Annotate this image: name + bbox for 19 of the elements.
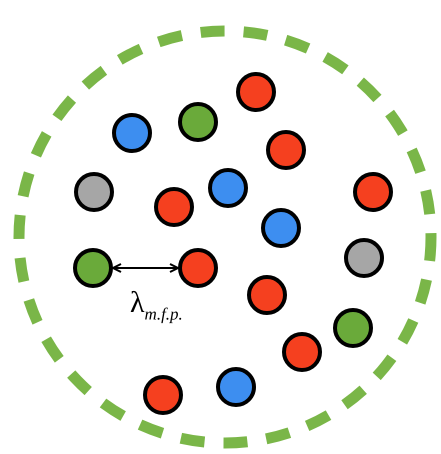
particle <box>247 275 287 315</box>
double-arrow <box>112 263 179 273</box>
particle <box>73 248 113 288</box>
particle <box>208 168 248 208</box>
particle <box>333 308 373 348</box>
particle <box>353 172 393 212</box>
particle <box>154 187 194 227</box>
particle <box>112 113 152 153</box>
particle <box>178 102 218 142</box>
particle <box>178 248 218 288</box>
particle <box>282 332 322 372</box>
particle <box>216 367 256 407</box>
particle <box>236 72 276 112</box>
particle <box>74 172 114 212</box>
particle <box>143 375 183 415</box>
particle <box>266 130 306 170</box>
particle <box>261 208 301 248</box>
edge-label: λ$_{m.f.p.}$ <box>130 288 183 323</box>
particle <box>344 238 384 278</box>
